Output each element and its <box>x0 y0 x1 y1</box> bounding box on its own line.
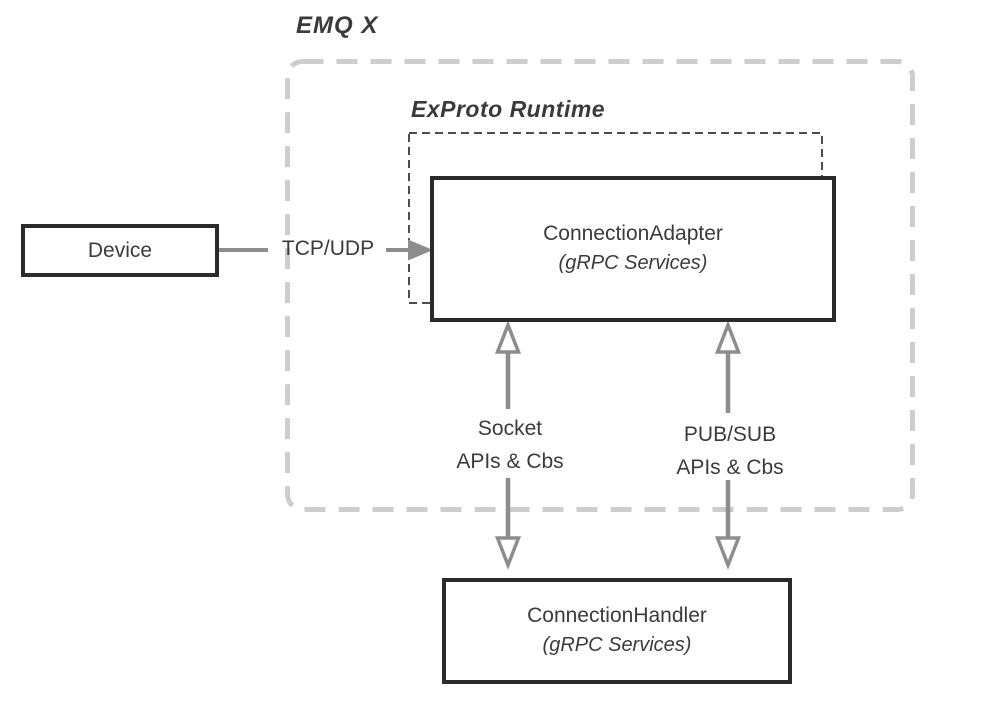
socket-arrowhead-up-icon <box>494 320 522 354</box>
device-node: Device <box>21 224 219 277</box>
connection-handler-node: ConnectionHandler (gRPC Services) <box>442 578 792 684</box>
tcp-udp-arrowhead-icon <box>408 239 433 261</box>
socket-edge-label-line1: Socket <box>477 417 543 440</box>
socket-edge-label: Socket APIs & Cbs <box>430 412 590 478</box>
connection-adapter-node: ConnectionAdapter (gRPC Services) <box>430 176 836 322</box>
device-node-label: Device <box>87 238 153 262</box>
pubsub-arrowhead-up-icon <box>714 320 742 354</box>
emqx-group-boundary <box>285 59 915 512</box>
exproto-runtime-label: ExProto Runtime <box>411 96 606 122</box>
pubsub-edge-label-line2: APIs & Cbs <box>676 456 784 479</box>
connection-adapter-subtitle: (gRPC Services) <box>558 252 708 274</box>
connection-adapter-title: ConnectionAdapter <box>543 222 723 245</box>
pubsub-edge-label-line1: PUB/SUB <box>683 423 777 446</box>
pubsub-edge-label: PUB/SUB APIs & Cbs <box>650 418 810 484</box>
pubsub-arrowhead-down-icon <box>714 536 742 570</box>
emqx-group-label: EMQ X <box>296 12 379 39</box>
connection-handler-subtitle: (gRPC Services) <box>542 634 692 656</box>
socket-edge-label-line2: APIs & Cbs <box>456 450 564 473</box>
connection-handler-title: ConnectionHandler <box>527 604 707 627</box>
socket-arrowhead-down-icon <box>494 536 522 570</box>
tcp-udp-edge-label: TCP/UDP <box>281 237 375 260</box>
